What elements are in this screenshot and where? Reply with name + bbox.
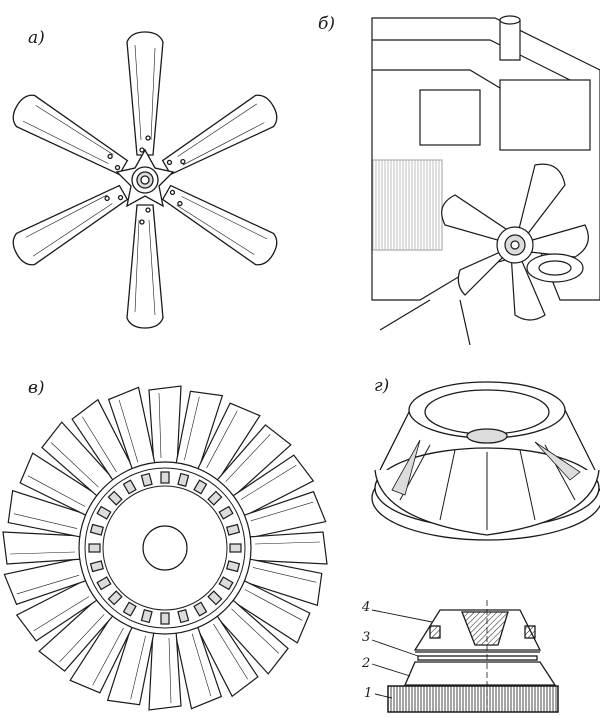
multi-blade-rotor <box>2 385 328 711</box>
impeller-cross-section <box>371 600 559 713</box>
panel-label-b: б) <box>318 14 336 34</box>
panel-label-a: а) <box>28 28 45 48</box>
panel-label-v: в) <box>28 378 45 398</box>
panel-label-g: г) <box>374 376 390 396</box>
centrifugal-impeller <box>371 381 600 541</box>
engine-fan-assembly <box>371 15 600 346</box>
callout-4: 4 <box>362 600 371 615</box>
callout-1: 1 <box>364 686 373 701</box>
callout-3: 3 <box>362 630 371 645</box>
six-blade-fan <box>7 31 283 329</box>
callout-2: 2 <box>362 656 371 671</box>
